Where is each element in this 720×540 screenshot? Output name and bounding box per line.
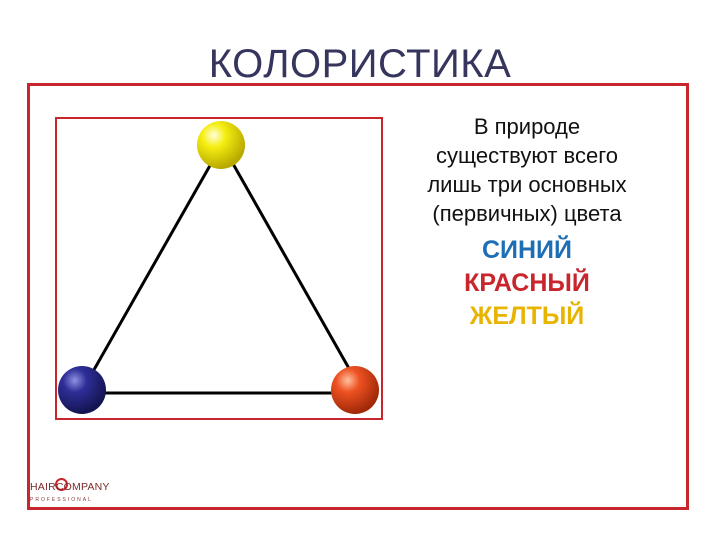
logo-ring-icon [55,478,68,491]
intro-line: (первичных) цвета [432,201,622,226]
triangle-frame [55,117,383,420]
outer-frame [27,83,689,510]
intro-line: существуют всего [435,143,619,168]
intro-line: В природе [473,114,581,139]
color-label-yellow: ЖЕЛТЫЙ [469,302,585,330]
color-label-red: КРАСНЫЙ [464,269,590,297]
logo-wordmark: HAIRCOMPANY [30,481,110,493]
slide-title: КОЛОРИСТИКА [208,42,512,86]
primary-colors-text: В природе существуют всего лишь три осно… [392,112,662,333]
logo-subtitle: PROFESSIONAL [30,497,93,503]
intro-line: лишь три основных [427,172,627,197]
color-label-blue: СИНИЙ [481,236,572,264]
hair-company-logo: HAIRCOMPANY PROFESSIONAL [28,477,128,507]
